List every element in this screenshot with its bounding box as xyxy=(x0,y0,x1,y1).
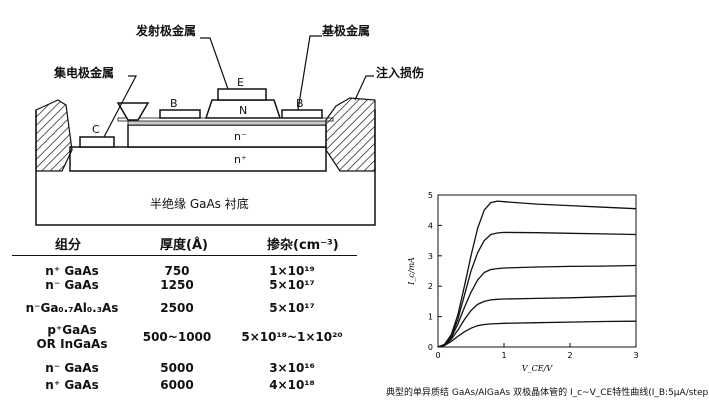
header-doping: 掺杂(cm⁻³) xyxy=(267,238,339,253)
row3-composition: n⁻Ga₀.₇Al₀.₃As xyxy=(25,301,119,315)
table-divider xyxy=(12,255,357,256)
base-contact-right xyxy=(281,109,323,119)
collector-contact xyxy=(79,136,115,148)
label-b-left: B xyxy=(170,97,178,110)
row6-composition: n⁺ GaAs xyxy=(45,378,99,392)
row2-thickness: 1250 xyxy=(160,278,194,292)
plot-frame xyxy=(437,194,637,348)
label-base-metal: 基极金属 xyxy=(322,24,371,38)
header-thickness: 厚度(Å) xyxy=(160,238,208,253)
x-tick-label: 2 xyxy=(567,351,572,360)
base-contact-left xyxy=(159,109,201,119)
ic-curve-4 xyxy=(437,231,637,348)
row1-doping: 1×10¹⁹ xyxy=(269,264,315,278)
row1-composition: n⁺ GaAs xyxy=(45,264,99,278)
row2-composition: n⁻ GaAs xyxy=(45,278,99,292)
leader-collector xyxy=(103,75,137,138)
row4-thickness: 500~1000 xyxy=(142,330,212,344)
y-tick-label: 4 xyxy=(428,221,433,230)
emitter-mesa xyxy=(204,99,282,119)
y-tick-label: 0 xyxy=(428,343,433,352)
y-tick-label: 1 xyxy=(428,313,433,322)
leader-implant xyxy=(354,75,374,101)
ic-vce-chart: 0 1 2 3 0 1 2 3 4 5V_CE/V I_c/mA xyxy=(407,191,639,373)
label-c: C xyxy=(92,123,100,136)
row6-thickness: 6000 xyxy=(160,378,194,392)
hbt-cross-section xyxy=(35,35,376,226)
row5-composition: n⁻ GaAs xyxy=(45,361,99,375)
label-substrate: 半绝缘 GaAs 衬底 xyxy=(150,197,249,211)
header-composition: 组分 xyxy=(55,238,82,253)
label-e: E xyxy=(237,76,244,89)
y-tick-label: 2 xyxy=(428,282,433,291)
ic-curve-3 xyxy=(437,264,637,348)
leader-emitter xyxy=(200,37,229,90)
row5-doping: 3×10¹⁶ xyxy=(269,361,315,375)
x-axis-label: V_CE/V xyxy=(522,364,553,373)
leader-base xyxy=(297,35,322,111)
label-n-minus: n⁻ xyxy=(234,130,247,143)
row2-doping: 5×10¹⁷ xyxy=(269,278,315,292)
row1-thickness: 750 xyxy=(164,264,190,278)
y-tick-label: 3 xyxy=(428,252,433,261)
n-plus-layer xyxy=(69,146,327,172)
x-tick-label: 1 xyxy=(501,351,506,360)
x-tick-label: 0 xyxy=(435,351,440,360)
row4-composition: p⁺GaAs xyxy=(47,323,97,337)
label-n-plus: n⁺ xyxy=(234,153,247,166)
ic-curve-2 xyxy=(437,295,637,348)
right-implant-hatch xyxy=(325,97,376,172)
row3-thickness: 2500 xyxy=(160,301,194,315)
ic-curve-5 xyxy=(437,200,637,348)
label-implant-damage: 注入损伤 xyxy=(376,66,425,80)
n-minus-layer xyxy=(127,124,327,148)
label-n-emitter: N xyxy=(239,104,248,117)
layer-table: 组分 厚度(Å) 掺杂(cm⁻³) n⁺ GaAs 750 1×10¹⁹ n⁻ … xyxy=(12,230,357,405)
emitter-contact xyxy=(217,88,267,101)
row6-doping: 4×10¹⁸ xyxy=(269,378,315,392)
row5-thickness: 5000 xyxy=(160,361,194,375)
label-collector-metal: 集电极金属 xyxy=(54,66,115,80)
chart-caption: 典型的单异质结 GaAs/AlGaAs 双极晶体管的 I_c~V_CE特性曲线(… xyxy=(386,388,709,398)
x-tick-label: 3 xyxy=(633,351,638,360)
row4-composition-alt: OR InGaAs xyxy=(36,337,108,351)
trapezoid-spacer xyxy=(116,102,150,121)
y-axis-label: I_c/mA xyxy=(407,257,416,286)
y-tick-label: 5 xyxy=(428,191,433,200)
ic-curve-1 xyxy=(437,320,637,348)
row3-doping: 5×10¹⁷ xyxy=(269,301,315,315)
label-emitter-metal: 发射极金属 xyxy=(136,24,197,38)
row4-doping: 5×10¹⁸~1×10²⁰ xyxy=(241,330,343,344)
label-b-right: B xyxy=(296,97,304,110)
left-implant-hatch xyxy=(35,99,73,172)
